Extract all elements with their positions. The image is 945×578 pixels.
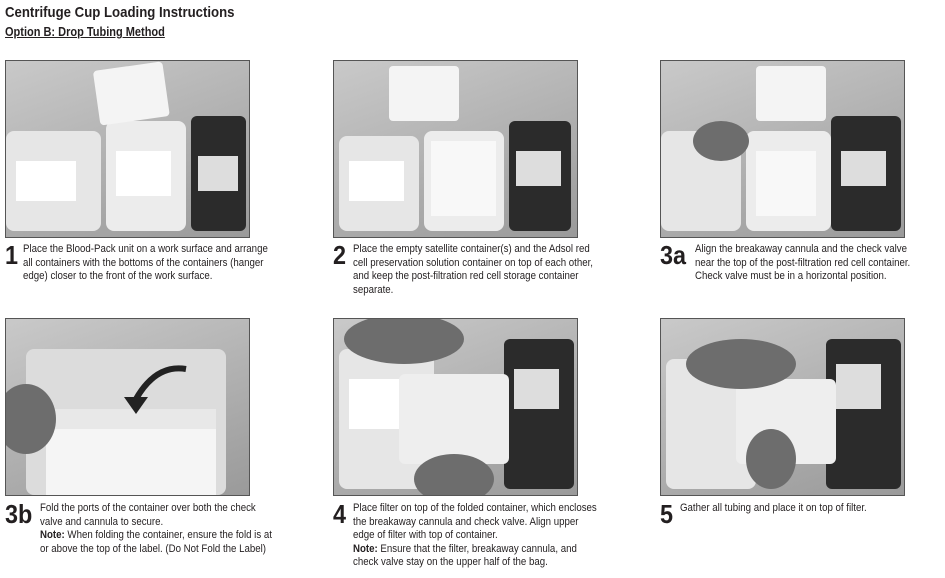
note-text: Ensure that the filter, breakaway cannul… <box>353 542 577 569</box>
step-number: 3b <box>5 499 33 529</box>
step-3b: 3b Fold the ports of the container over … <box>5 499 305 556</box>
step-text: Gather all tubing and place it on top of… <box>680 502 867 514</box>
page-title: Centrifuge Cup Loading Instructions <box>5 4 235 21</box>
step-3a-photo <box>660 60 905 238</box>
step-number: 3a <box>660 240 687 270</box>
step-number: 2 <box>333 240 347 270</box>
step-text: Place the Blood-Pack unit on a work surf… <box>23 243 268 282</box>
step-1: 1 Place the Blood-Pack unit on a work su… <box>5 240 305 284</box>
step-2: 2 Place the empty satellite container(s)… <box>333 240 633 297</box>
step-text: Place the empty satellite container(s) a… <box>353 243 594 296</box>
step-number: 5 <box>660 499 674 529</box>
step-5: 5 Gather all tubing and place it on top … <box>660 499 945 529</box>
page-subtitle: Option B: Drop Tubing Method <box>5 25 165 39</box>
note-label: Note: <box>353 542 378 555</box>
step-1-photo <box>5 60 250 238</box>
step-3a: 3a Align the breakaway cannula and the c… <box>660 240 945 284</box>
step-4-photo <box>333 318 578 496</box>
note-label: Note: <box>40 529 65 541</box>
step-5-photo <box>660 318 905 496</box>
step-3b-photo <box>5 318 250 496</box>
step-number: 4 <box>333 499 347 529</box>
step-4: 4 Place filter on top of the folded cont… <box>333 499 633 570</box>
step-2-photo <box>333 60 578 238</box>
step-text: Fold the ports of the container over bot… <box>40 502 256 528</box>
step-number: 1 <box>5 240 19 270</box>
step-text: Place filter on top of the folded contai… <box>353 502 597 541</box>
step-text: Align the breakaway cannula and the chec… <box>695 243 911 282</box>
note-text: When folding the container, ensure the f… <box>40 529 272 555</box>
